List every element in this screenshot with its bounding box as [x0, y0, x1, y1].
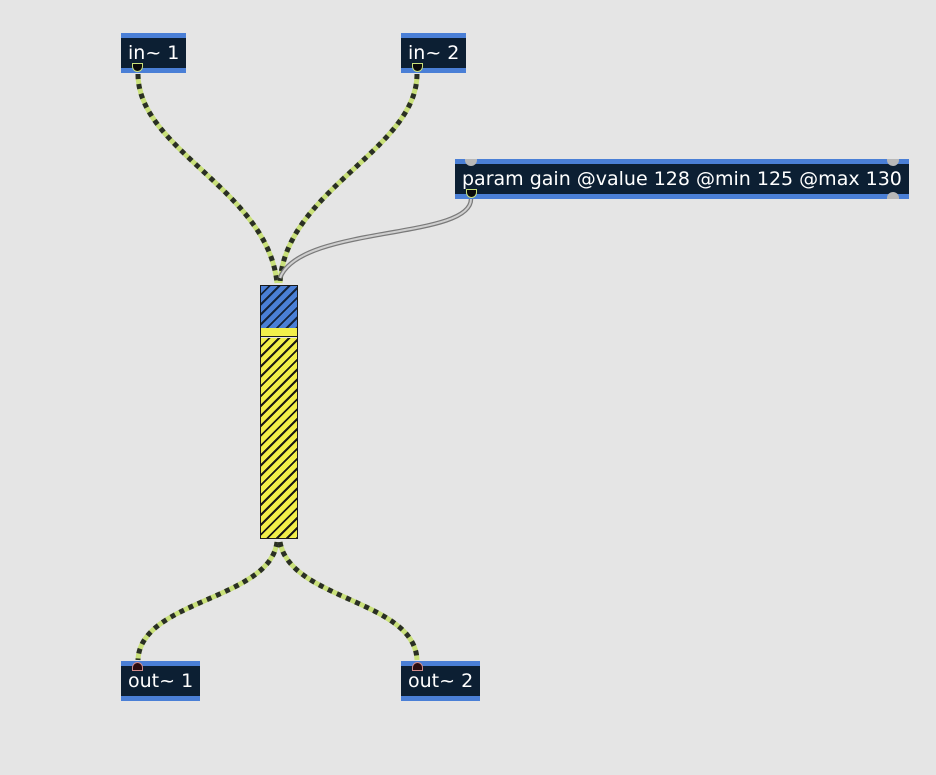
inlet-out1[interactable]: [133, 663, 142, 670]
object-out2-label: out~ 2: [408, 670, 474, 692]
gain-slider-handle[interactable]: [261, 328, 297, 337]
cord-param-to-gain[interactable]: [277, 198, 474, 279]
inlet-out2[interactable]: [413, 663, 422, 670]
cord-in1-to-gain[interactable]: [135, 73, 280, 284]
outlet-param-right[interactable]: [886, 192, 899, 199]
cord-gain-to-out1[interactable]: [135, 541, 280, 661]
outlet-in1[interactable]: [133, 64, 142, 71]
object-in2[interactable]: in~ 2: [401, 33, 467, 73]
object-out2[interactable]: out~ 2: [401, 661, 481, 701]
object-in1[interactable]: in~ 1: [121, 33, 187, 73]
cord-in2-to-gain[interactable]: [277, 73, 420, 284]
outlet-param[interactable]: [467, 190, 476, 197]
outlet-in2[interactable]: [413, 64, 422, 71]
object-out1-label: out~ 1: [128, 670, 194, 692]
object-out1[interactable]: out~ 1: [121, 661, 201, 701]
cord-gain-to-out2[interactable]: [277, 541, 420, 661]
object-in2-label: in~ 2: [408, 42, 460, 64]
inlet-param-right[interactable]: [886, 159, 899, 166]
gain-slider[interactable]: [260, 285, 298, 539]
object-in1-label: in~ 1: [128, 42, 180, 64]
object-param[interactable]: param gain @value 128 @min 125 @max 130: [455, 159, 909, 199]
object-param-label: param gain @value 128 @min 125 @max 130: [462, 168, 902, 190]
gain-slider-headroom: [261, 286, 297, 329]
gain-slider-level: [261, 338, 297, 538]
inlet-param[interactable]: [465, 159, 477, 166]
